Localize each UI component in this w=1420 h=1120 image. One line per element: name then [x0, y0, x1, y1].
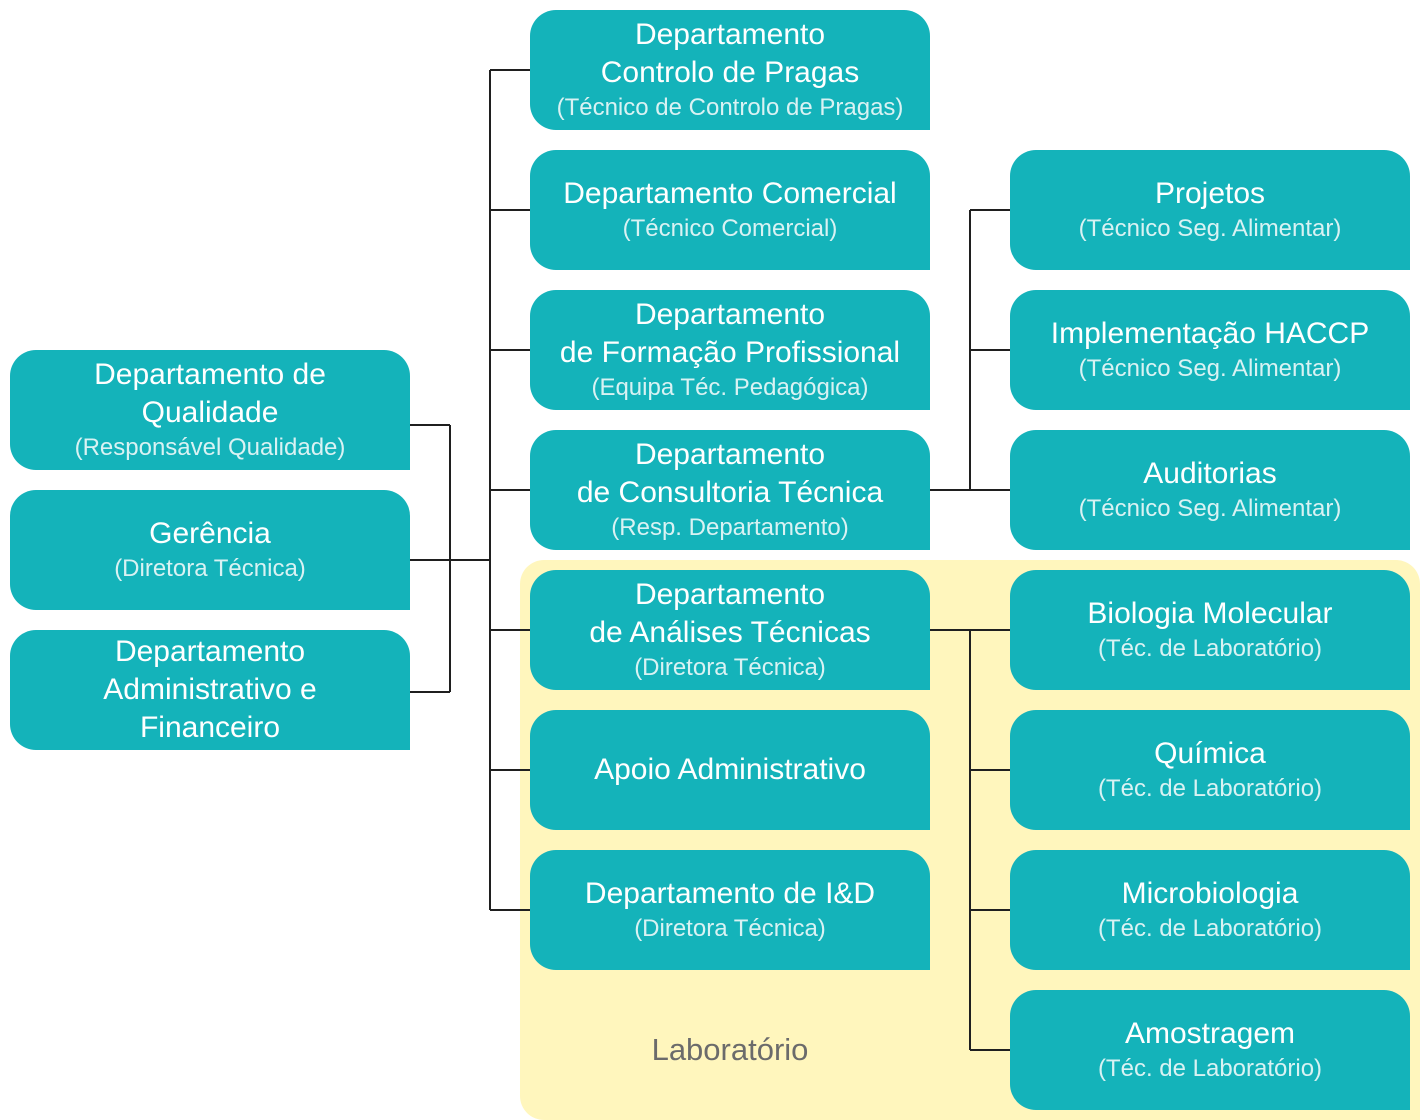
- box-subtitle: (Diretora Técnica): [114, 555, 306, 582]
- box-title: Departamento Administrativo e Financeiro: [103, 635, 317, 744]
- box-subtitle: (Técnico Seg. Alimentar): [1078, 355, 1342, 382]
- laboratorio-label: Laboratório: [651, 1032, 809, 1067]
- box-title: Departamento Comercial: [563, 177, 897, 210]
- box-departamento-administrativo: Departamento Administrativo e Financeiro: [10, 630, 410, 750]
- box-auditorias: Auditorias (Técnico Seg. Alimentar): [1010, 430, 1410, 550]
- box-microbiologia: Microbiologia (Téc. de Laboratório): [1010, 850, 1410, 970]
- box-departamento-qualidade: Departamento de Qualidade (Responsável Q…: [10, 350, 410, 470]
- box-title: Biologia Molecular: [1087, 597, 1333, 630]
- box-consultoria-tecnica: Departamento de Consultoria Técnica (Res…: [530, 430, 930, 550]
- box-departamento-id: Departamento de I&D (Diretora Técnica): [530, 850, 930, 970]
- box-subtitle: (Téc. de Laboratório): [1097, 775, 1323, 802]
- box-title: Departamento de Consultoria Técnica: [576, 438, 884, 509]
- box-title: Apoio Administrativo: [594, 753, 866, 786]
- box-title: Auditorias: [1143, 457, 1277, 490]
- box-gerencia: Gerência (Diretora Técnica): [10, 490, 410, 610]
- box-subtitle: (Téc. de Laboratório): [1097, 1055, 1323, 1082]
- box-subtitle: (Téc. de Laboratório): [1097, 635, 1323, 662]
- box-implementacao-haccp: Implementação HACCP (Técnico Seg. Alimen…: [1010, 290, 1410, 410]
- box-title: Departamento Controlo de Pragas: [600, 18, 860, 89]
- box-title: Amostragem: [1124, 1017, 1296, 1050]
- box-title: Departamento de Formação Profissional: [559, 298, 901, 369]
- box-subtitle: (Técnico Comercial): [622, 215, 838, 242]
- box-controlo-pragas: Departamento Controlo de Pragas (Técnico…: [530, 10, 930, 130]
- box-title: Departamento de I&D: [584, 877, 876, 910]
- box-subtitle: (Resp. Departamento): [611, 514, 849, 541]
- box-subtitle: (Técnico Seg. Alimentar): [1078, 215, 1342, 242]
- box-subtitle: (Equipa Téc. Pedagógica): [591, 374, 869, 401]
- box-title: Departamento de Análises Técnicas: [589, 578, 871, 649]
- box-subtitle: (Técnico Seg. Alimentar): [1078, 495, 1342, 522]
- box-title: Departamento de Qualidade: [94, 358, 326, 429]
- box-subtitle: (Técnico de Controlo de Pragas): [556, 94, 904, 121]
- box-formacao-profissional: Departamento de Formação Profissional (E…: [530, 290, 930, 410]
- box-quimica: Química (Téc. de Laboratório): [1010, 710, 1410, 830]
- box-analises-tecnicas: Departamento de Análises Técnicas (Diret…: [530, 570, 930, 690]
- box-title: Microbiologia: [1121, 877, 1299, 910]
- box-departamento-comercial: Departamento Comercial (Técnico Comercia…: [530, 150, 930, 270]
- box-title: Implementação HACCP: [1050, 317, 1370, 350]
- box-projetos: Projetos (Técnico Seg. Alimentar): [1010, 150, 1410, 270]
- box-subtitle: (Responsável Qualidade): [74, 434, 346, 461]
- box-title: Projetos: [1154, 177, 1266, 210]
- box-biologia-molecular: Biologia Molecular (Téc. de Laboratório): [1010, 570, 1410, 690]
- box-title: Química: [1154, 737, 1266, 770]
- box-amostragem: Amostragem (Téc. de Laboratório): [1010, 990, 1410, 1110]
- box-subtitle: (Diretora Técnica): [634, 915, 826, 942]
- box-subtitle: (Diretora Técnica): [634, 654, 826, 681]
- box-title: Gerência: [149, 517, 271, 550]
- box-apoio-administrativo: Apoio Administrativo: [530, 710, 930, 830]
- box-subtitle: (Téc. de Laboratório): [1097, 915, 1323, 942]
